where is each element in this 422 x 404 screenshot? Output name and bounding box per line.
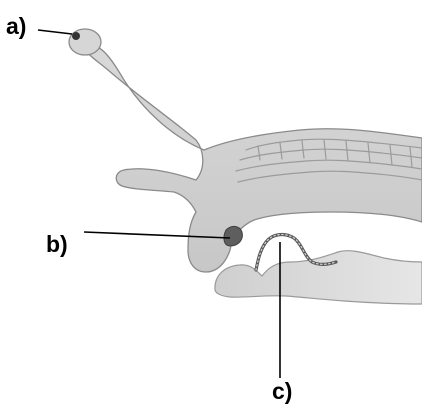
- jaw: [224, 226, 242, 246]
- label-a: a): [6, 13, 26, 39]
- label-b: b): [46, 231, 68, 257]
- snail-body: [84, 45, 422, 272]
- eye-spot: [72, 32, 80, 40]
- label-c: c): [272, 378, 292, 404]
- leader-line-a: [38, 30, 72, 34]
- snail-foot: [215, 251, 422, 304]
